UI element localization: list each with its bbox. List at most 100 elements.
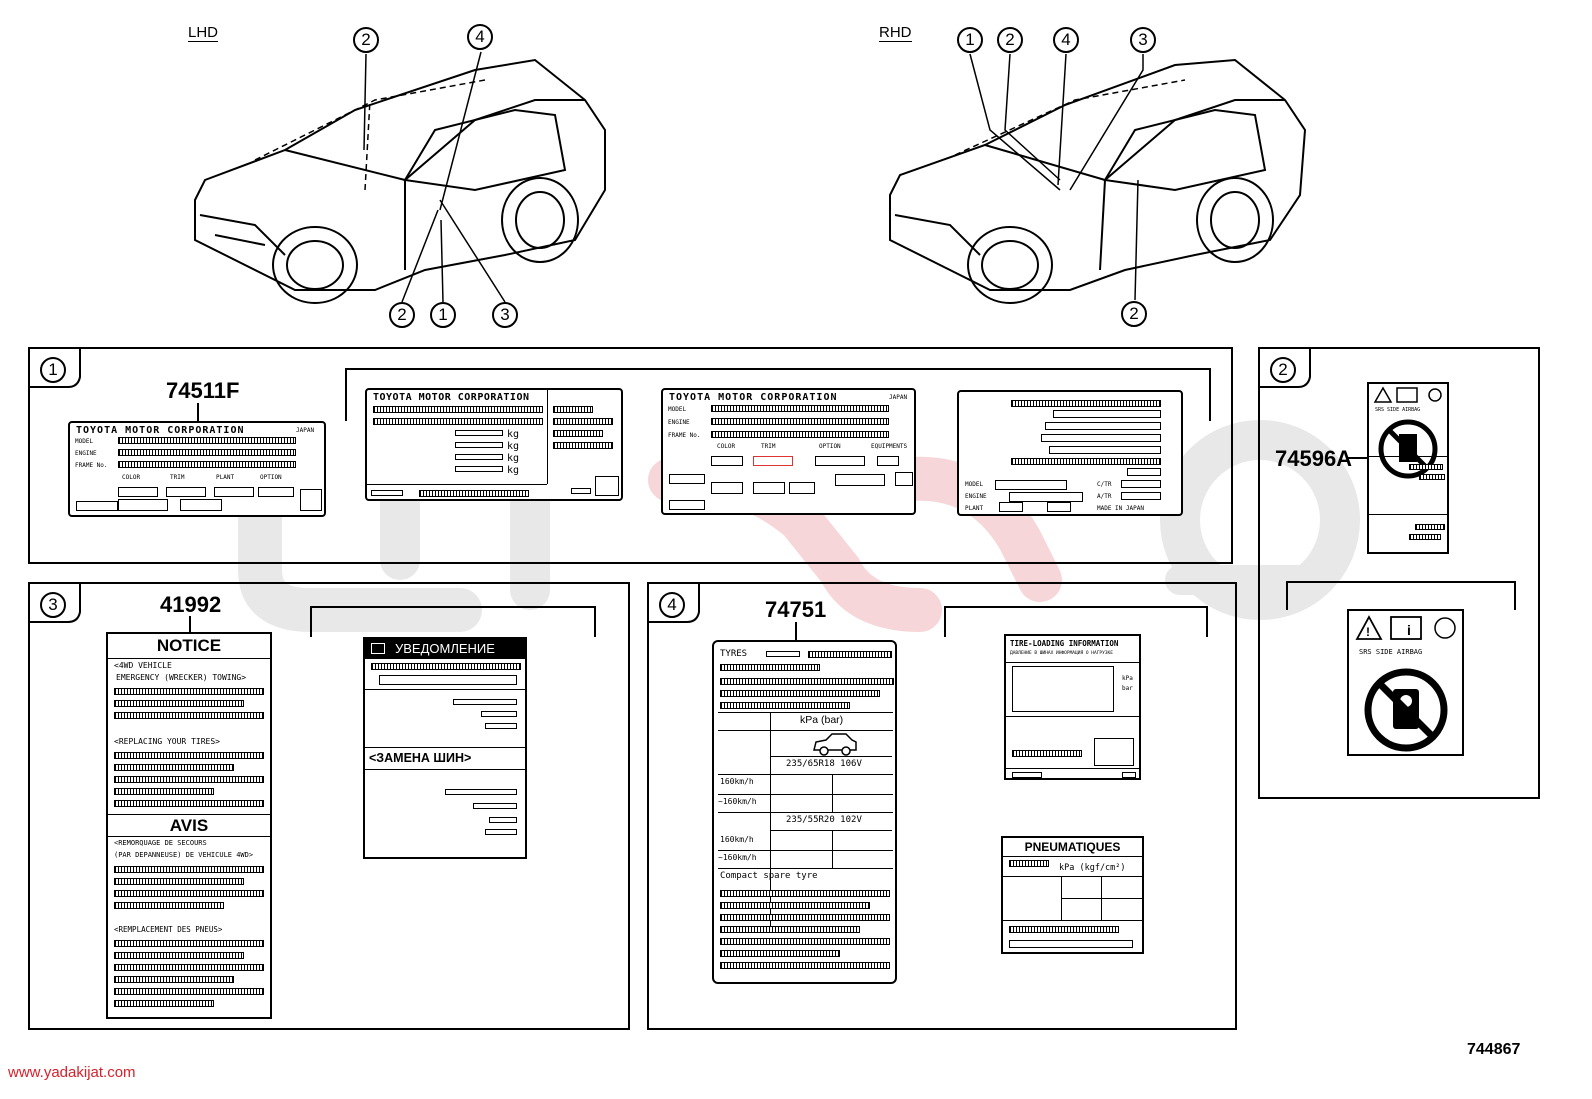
panel-1-number: 1 xyxy=(40,357,66,383)
label2-unit-1: kg xyxy=(507,429,520,440)
lhd-leader-lines xyxy=(363,51,506,303)
label4-ctr: C/TR xyxy=(1097,481,1112,488)
lhd-view-label: LHD xyxy=(188,24,219,42)
pneumatiques-label: PNEUMATIQUES kPa (kgf/cm²) xyxy=(1001,836,1144,954)
tire-loading-title: TIRE-LOADING INFORMATION xyxy=(1010,639,1119,648)
part-number-41992: 41992 xyxy=(160,592,222,617)
lhd-callout-2-bottom: 2 xyxy=(389,302,415,328)
russian-notice-header xyxy=(365,639,525,659)
avis-section-towing-2: (PAR DEPANNEUSE) DE VEHICULE 4WD> xyxy=(114,851,254,859)
label3-col-color: COLOR xyxy=(717,443,736,450)
tyres-pressure-unit: kPa (bar) xyxy=(800,714,844,726)
panel-3-corner xyxy=(28,582,81,623)
tyre-size-2: 235/55R20 102V xyxy=(786,815,862,825)
panel-2-number: 2 xyxy=(1270,357,1296,383)
part-number-74511F: 74511F xyxy=(166,378,240,403)
label1-col-color: COLOR xyxy=(122,474,141,481)
panel-3-bracket xyxy=(310,606,596,637)
lhd-callout-4: 4 xyxy=(467,24,493,50)
svg-text:!: ! xyxy=(1366,625,1370,639)
avis-section-tires: <REMPLACEMENT DES PNEUS> xyxy=(114,925,223,934)
lhd-callout-3: 3 xyxy=(492,302,518,328)
speed-row-1: 160km/h xyxy=(720,777,754,786)
airbag-large-text: SRS SIDE AIRBAG xyxy=(1359,648,1423,656)
label4-atr: A/TR xyxy=(1097,493,1112,500)
spare-tyre-label: Compact spare tyre xyxy=(720,871,818,881)
notice-title: NOTICE xyxy=(156,636,222,655)
rhd-callout-2-top: 2 xyxy=(997,27,1023,53)
tyres-label: TYRES kPa (bar) 235/65R18 106V 160km/h ~… xyxy=(712,640,897,984)
label2-unit-2: kg xyxy=(507,441,520,452)
label3-row-model: MODEL xyxy=(668,406,687,413)
label3-row-frame: FRAME No. xyxy=(668,432,701,439)
speed-row-4: ~160km/h xyxy=(718,853,757,862)
label2-unit-4: kg xyxy=(507,465,520,476)
watermark-site: www.yadakijat.com xyxy=(8,1064,136,1081)
label-74511F-variant-b: TOYOTA MOTOR CORPORATION JAPAN MODEL ENG… xyxy=(661,388,916,515)
avis-title: AVIS xyxy=(169,816,209,835)
panel-2-corner xyxy=(1258,347,1311,388)
tyre-size-1: 235/65R18 106V xyxy=(786,759,862,769)
rhd-vehicle-drawing xyxy=(889,58,1307,304)
speed-row-3: 160km/h xyxy=(720,835,754,844)
rhd-callout-2-bottom: 2 xyxy=(1121,301,1147,327)
notice-section-towing-2: EMERGENCY (WRECKER) TOWING> xyxy=(116,673,247,682)
russian-notice-checkbox xyxy=(371,643,385,654)
panel-4-bracket xyxy=(944,606,1208,637)
airbag-label-large: ! i SRS SIDE AIRBAG xyxy=(1347,609,1464,756)
label4-row-plant: PLANT xyxy=(965,505,984,512)
label1-row-engine: ENGINE xyxy=(75,450,97,457)
label1-row-model: MODEL xyxy=(75,438,94,445)
panel-4-corner xyxy=(647,582,700,623)
label3-col-equipments: EQUIPMENTS xyxy=(871,443,908,450)
diagram-code: 744867 xyxy=(1467,1041,1521,1058)
panel-3-number: 3 xyxy=(40,592,66,618)
label1-maker: TOYOTA MOTOR CORPORATION xyxy=(76,425,245,436)
airbag-label-small: SRS SIDE AIRBAG xyxy=(1367,382,1449,554)
rhd-view-label: RHD xyxy=(879,24,912,42)
no-child-seat-icon-large xyxy=(1364,668,1448,752)
lhd-callout-1: 1 xyxy=(430,302,456,328)
notice-section-tires: <REPLACING YOUR TIRES> xyxy=(114,737,220,746)
label3-maker: TOYOTA MOTOR CORPORATION xyxy=(669,392,838,403)
russian-notice-label: УВЕДОМЛЕНИЕ <ЗАМЕНА ШИН> xyxy=(363,637,527,859)
label4-row-engine: ENGINE xyxy=(965,493,987,500)
panel-3-frame xyxy=(28,582,630,1030)
panel-1-corner xyxy=(28,347,81,388)
part-number-74596A: 74596A xyxy=(1275,446,1353,471)
panel-2-frame xyxy=(1258,347,1540,799)
panel-3-leader xyxy=(189,616,191,634)
avis-section-towing: <REMORQUAGE DE SECOURS xyxy=(114,839,207,847)
label4-row-model: MODEL xyxy=(965,481,984,488)
rhd-callout-4: 4 xyxy=(1053,27,1079,53)
tire-loading-subtitle: ДАВЛЕНИЕ В ШИНАХ ИНФОРМАЦИЯ О НАГРУЗКЕ xyxy=(1010,651,1113,656)
label1-col-plant: PLANT xyxy=(216,474,235,481)
pneumatiques-unit: kPa (kgf/cm²) xyxy=(1059,863,1126,873)
car-side-icon xyxy=(813,733,857,756)
panel-2-leader xyxy=(1346,457,1368,459)
label1-col-option: OPTION xyxy=(260,474,282,481)
notice-section-towing: <4WD VEHICLE xyxy=(114,661,172,670)
rhd-callout-1: 1 xyxy=(957,27,983,53)
label1-country: JAPAN xyxy=(296,427,315,434)
tire-loading-unit: kPa xyxy=(1122,675,1133,682)
rhd-callout-3: 3 xyxy=(1130,27,1156,53)
rhd-leader-lines xyxy=(969,53,1144,301)
panel-2-bracket xyxy=(1286,581,1516,610)
airbag-small-icons xyxy=(1373,386,1442,403)
lhd-callout-2-top: 2 xyxy=(353,27,379,53)
tire-loading-unit-2: bar xyxy=(1122,685,1133,692)
panel-4-leader xyxy=(795,622,797,640)
label3-col-trim: TRIM xyxy=(761,443,776,450)
russian-section-tires: <ЗАМЕНА ШИН> xyxy=(369,751,472,765)
panel-4-frame xyxy=(647,582,1237,1030)
lhd-vehicle-drawing xyxy=(194,58,606,304)
tyres-title: TYRES xyxy=(720,649,748,659)
label-74511F-primary: TOYOTA MOTOR CORPORATION JAPAN MODEL ENG… xyxy=(68,421,326,517)
label3-col-option: OPTION xyxy=(819,443,841,450)
pneumatiques-title: PNEUMATIQUES xyxy=(1024,840,1121,854)
label4-made-in: MADE IN JAPAN xyxy=(1097,505,1144,512)
label1-row-frame: FRAME No. xyxy=(75,462,108,469)
svg-text:i: i xyxy=(1407,622,1411,638)
label3-row-engine: ENGINE xyxy=(668,419,690,426)
